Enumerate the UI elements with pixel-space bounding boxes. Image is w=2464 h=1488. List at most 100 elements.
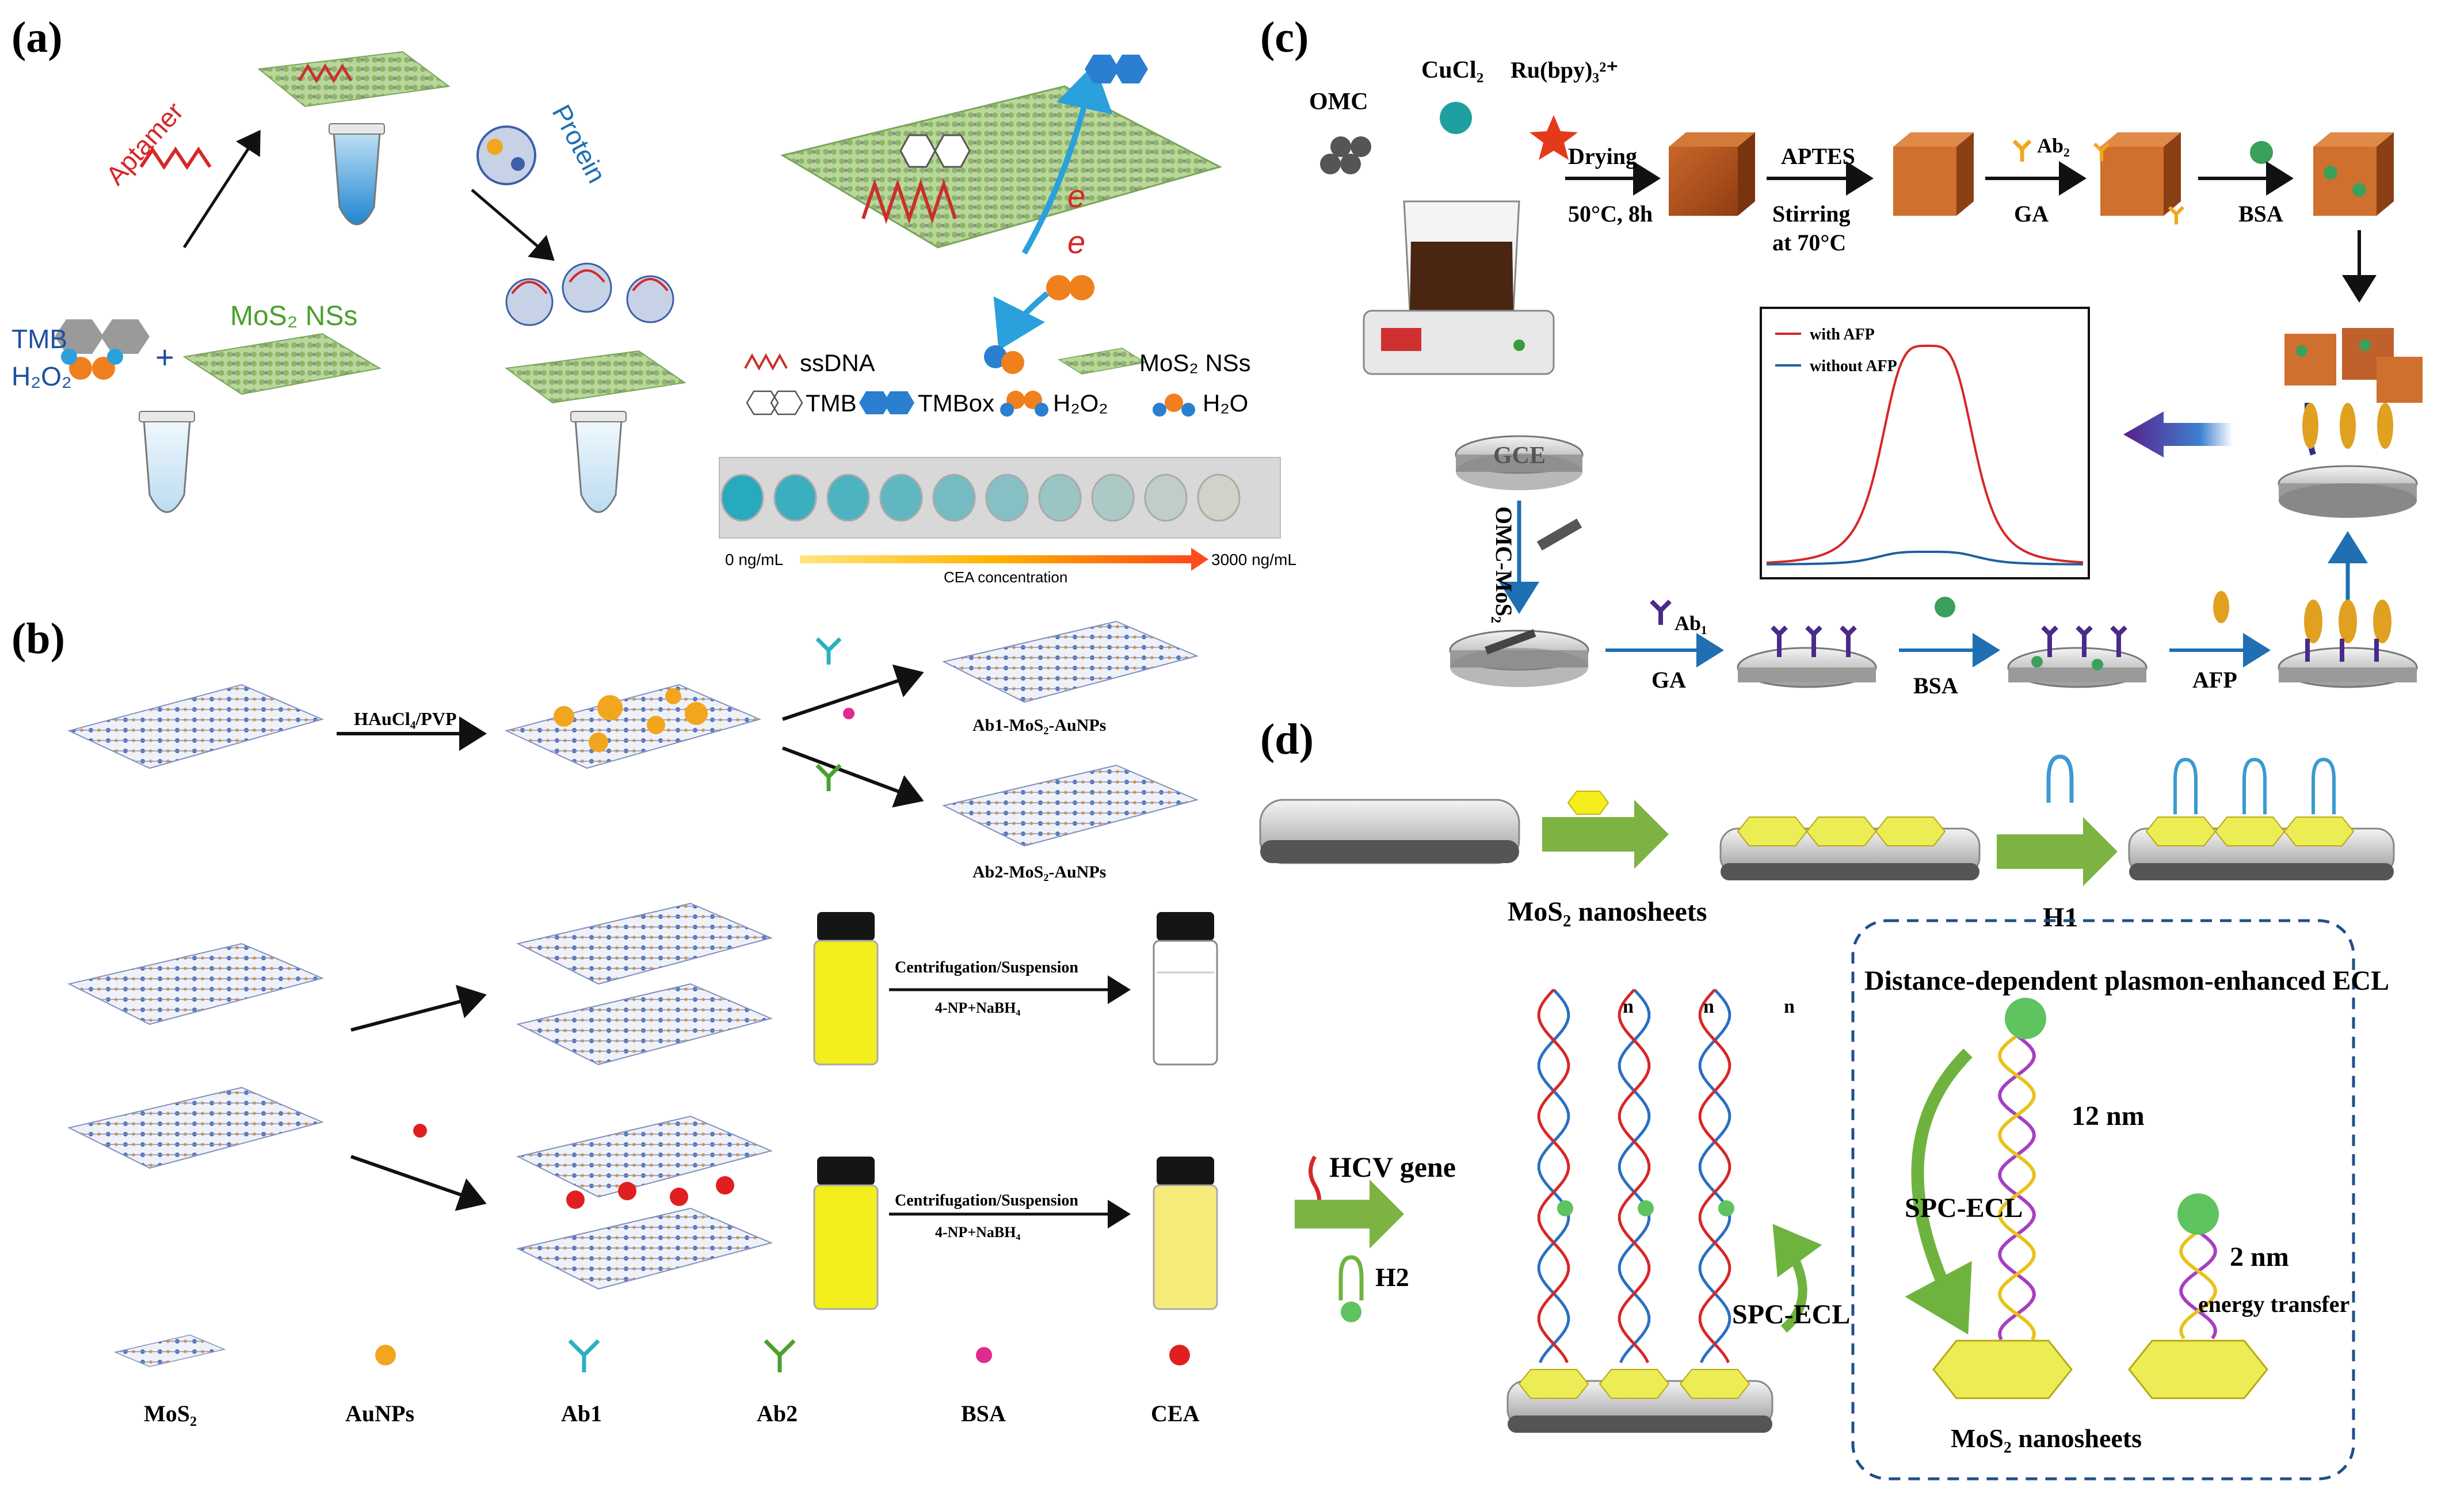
- h1-text: H1: [2043, 902, 2078, 933]
- mos2-nss-sheet: [182, 333, 382, 395]
- cucl2-icon: [1440, 102, 1472, 134]
- ru-text: Ru(bpy)₃²⁺: [1511, 57, 1618, 83]
- panel-b-legend: MoS₂ AuNPs Ab1 Ab2 BSA CEA: [113, 1334, 1200, 1426]
- ab1-legend-icon: [568, 1339, 600, 1372]
- vial: [720, 474, 764, 522]
- h2o2-text: H₂O₂: [12, 361, 72, 391]
- mos2-sheet-b1: [67, 684, 324, 769]
- legend-tmbox: TMBox: [918, 390, 994, 417]
- reagent-text-2: 4-NP+NaBH₄: [935, 1224, 1020, 1241]
- h2o2-icon: [69, 357, 92, 380]
- legend-b-mos2: MoS₂: [144, 1401, 197, 1426]
- ab2-icon-b: [815, 764, 842, 791]
- green-arrow-3: [1295, 1180, 1404, 1249]
- vial: [826, 474, 870, 522]
- electrode-h1: [2128, 757, 2395, 880]
- legend-h2o: H₂O: [1203, 390, 1248, 417]
- purple-arrow: [2123, 411, 2233, 457]
- vial-yellow-1: [813, 912, 879, 1066]
- electron-flow-arrow: [1021, 63, 1113, 255]
- ssdna-legend-icon: [744, 353, 788, 371]
- haucl4-text: HAuCl₄/PVP: [354, 708, 456, 729]
- ab2-icon-c: [2012, 139, 2032, 162]
- vial: [1197, 474, 1241, 522]
- ecl-chart: [1766, 345, 2084, 566]
- panel-d: (d) MoS₂ nanosheets H1 HCV: [1259, 715, 2395, 1481]
- bsa-text-c: BSA: [2238, 201, 2283, 227]
- panel-c: (c) OMC CuCl₂ Ru(bpy)₃²⁺ Drying 50°C, 8h…: [1260, 13, 2423, 699]
- panel-d-label: (d): [1260, 715, 1314, 764]
- tmb-legend-icon: [746, 390, 779, 415]
- dsdna-chains: [1537, 989, 1734, 1364]
- sandwich-sheet-1: [67, 943, 325, 1025]
- nm12-text: 12 nm: [2072, 1101, 2145, 1131]
- vial-pale-yellow: [1153, 1157, 1218, 1310]
- electrode-mos2: [1719, 817, 1981, 880]
- concentration-scale-bar: [800, 555, 1191, 563]
- mos2-nanosheets2-text: MoS₂ nanosheets: [1951, 1424, 2142, 1453]
- centrifugation-text-1: Centrifugation/Suspension: [895, 959, 1078, 976]
- cube-3: [2093, 132, 2185, 224]
- afp-text: AFP: [2192, 667, 2237, 693]
- ga2-text: GA: [1651, 667, 1686, 693]
- vial: [1038, 474, 1082, 522]
- bsa-legend-icon: [976, 1347, 992, 1363]
- ab1-text-c: Ab₁: [1675, 612, 1707, 635]
- spc-ecl2-text: SPC-ECL: [1905, 1193, 2023, 1223]
- mos2-legend-icon: [1057, 348, 1147, 375]
- curve-without-afp: [1767, 551, 2084, 566]
- protein-text: Protein: [546, 100, 612, 188]
- legend-mos2: MoS₂ NSs: [1139, 349, 1251, 376]
- ab2-legend-icon: [764, 1339, 796, 1372]
- panel-c-label: (c): [1260, 13, 1309, 62]
- electron-label-1: e: [1067, 178, 1085, 214]
- aunps-legend-icon: [375, 1345, 396, 1365]
- electron-label-2: e: [1067, 224, 1085, 260]
- cea-cluster: [566, 1176, 734, 1209]
- mos2-sheet-large: [780, 85, 1223, 249]
- inset-helix-short: [2179, 1230, 2217, 1340]
- bsa-icon-b: [843, 708, 855, 719]
- vial-row: [720, 474, 1241, 522]
- centrifugation-text-2: Centrifugation/Suspension: [895, 1192, 1078, 1210]
- omc-text: OMC: [1309, 89, 1368, 115]
- vial: [1144, 474, 1188, 522]
- h2-hairpin-icon: [1338, 1255, 1364, 1300]
- ecl-chart-frame: [1760, 307, 2090, 579]
- bsa-icon-c: [2250, 141, 2273, 164]
- green-arrow-2: [1997, 817, 2118, 886]
- vial: [773, 474, 817, 522]
- bsa-icon-c2: [1935, 597, 1955, 617]
- stack-1-bottom: [516, 983, 773, 1066]
- inset-title: Distance-dependent plasmon-enhanced ECL: [1864, 966, 2389, 996]
- bsa2-text: BSA: [1913, 673, 1958, 699]
- tube-bottom-left-icon: [143, 419, 191, 513]
- electrode-ab1: [1737, 625, 1877, 688]
- tmb-hexagon-icon: [55, 319, 104, 354]
- electrode-modified: [1449, 629, 1589, 687]
- ab2-text-c: Ab₂: [2037, 134, 2070, 157]
- dna-label-np: [1718, 1200, 1734, 1216]
- omc-icon: [1320, 136, 1371, 174]
- legend-with-afp-text: with AFP: [1810, 326, 1875, 344]
- ab2-product-text: Ab2-MoS₂-AuNPs: [972, 863, 1106, 882]
- tube-top-icon: [333, 131, 381, 226]
- panel-a-label: (a): [12, 13, 63, 62]
- panel-a: (a) Aptamer Protein TMB: [12, 13, 1296, 586]
- legend-tmb: TMB: [806, 390, 857, 417]
- ab1-icon-b: [815, 637, 842, 665]
- stirrer-icon: [1363, 310, 1555, 375]
- dna-label-np: [1557, 1200, 1573, 1216]
- inset-dashed-box: [1851, 919, 2355, 1481]
- tube-bottom-right-icon: [574, 419, 623, 513]
- hcv-gene-text: HCV gene: [1329, 1151, 1456, 1183]
- gce-electrode: [1455, 435, 1584, 490]
- mos2-nanosheets-text: MoS₂ nanosheets: [1508, 896, 1707, 927]
- scale-label-text: CEA concentration: [944, 569, 1067, 586]
- vial-clear: [1153, 912, 1218, 1066]
- legend-b-cea: CEA: [1151, 1401, 1200, 1426]
- vial: [985, 474, 1029, 522]
- electrode-dna: [1506, 1369, 1773, 1433]
- legend-b-ab2: Ab2: [757, 1401, 798, 1426]
